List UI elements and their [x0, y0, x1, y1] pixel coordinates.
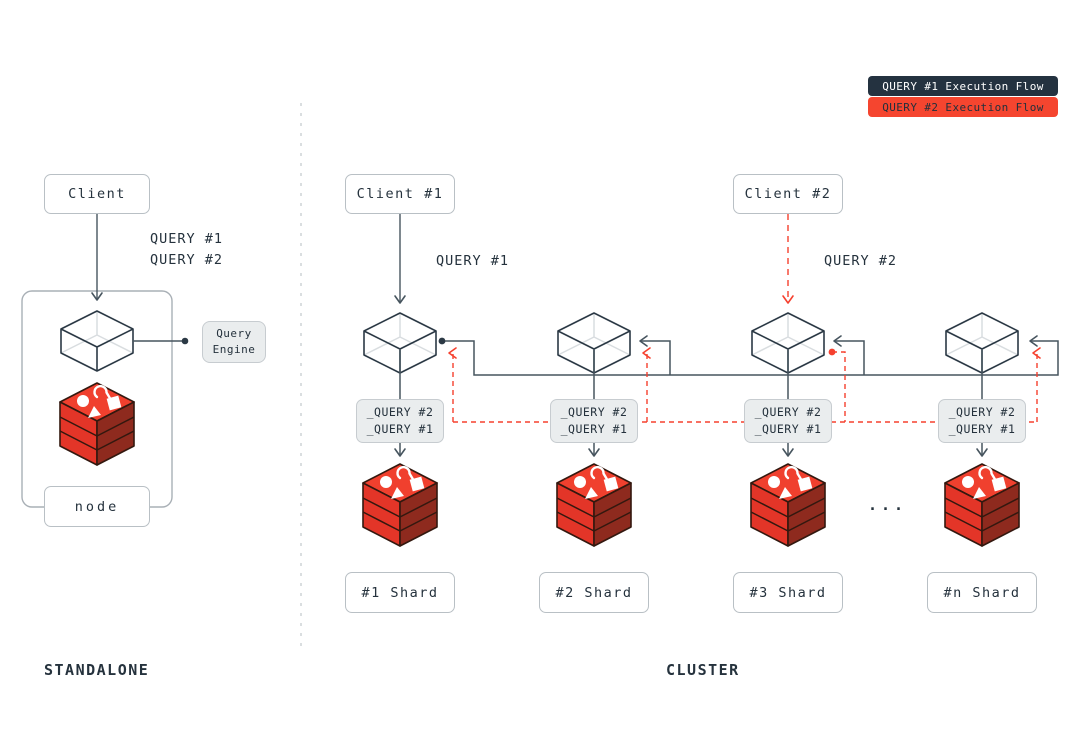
query1-origin-dot-icon — [438, 337, 446, 345]
shard1-queue-box: _QUERY #2 _QUERY #1 — [356, 399, 444, 443]
query2-branch-shard1 — [448, 347, 457, 422]
legend-query1: QUERY #1 Execution Flow — [868, 76, 1058, 96]
query-engine-cube-icon — [60, 310, 134, 372]
query-engine-callout-box: Query Engine — [202, 321, 266, 363]
shard3-label-box: #3 Shard — [733, 572, 843, 613]
queue-line: _QUERY #1 — [560, 422, 628, 436]
client2-box: Client #2 — [733, 174, 843, 214]
query2-branch-shard2 — [642, 347, 651, 422]
redis-cube-icon — [361, 462, 439, 548]
shard2-queue-box: _QUERY #2 _QUERY #1 — [550, 399, 638, 443]
queue-line: _QUERY #1 — [366, 422, 434, 436]
standalone-query2-label: QUERY #2 — [150, 252, 224, 268]
query2-origin-dot-icon — [828, 348, 836, 356]
redis-cube-icon — [555, 462, 633, 548]
redis-cube-icon — [943, 462, 1021, 548]
shard2-label-box: #2 Shard — [539, 572, 649, 613]
query-engine-label-line2: Engine — [212, 343, 256, 356]
query1-branch-shard3 — [833, 335, 865, 375]
shard1-label-box: #1 Shard — [345, 572, 455, 613]
shard-ellipsis: ... — [868, 496, 908, 514]
client1-box: Client #1 — [345, 174, 455, 214]
legend-query2: QUERY #2 Execution Flow — [868, 97, 1058, 117]
query2-branch-shard4 — [1032, 347, 1041, 422]
cluster-section-label: CLUSTER — [666, 661, 740, 679]
shardn-queue-box: _QUERY #2 _QUERY #1 — [938, 399, 1026, 443]
queue-line: _QUERY #1 — [948, 422, 1016, 436]
queue-line: _QUERY #1 — [754, 422, 822, 436]
cluster-query1-label: QUERY #1 — [436, 253, 510, 269]
legend: QUERY #1 Execution Flow QUERY #2 Executi… — [868, 76, 1058, 117]
redis-cube-icon — [58, 381, 136, 467]
shardn-label-box: #n Shard — [927, 572, 1037, 613]
shard3-queue-box: _QUERY #2 _QUERY #1 — [744, 399, 832, 443]
query2-origin-drop — [832, 351, 846, 422]
query-engine-label-line1: Query — [216, 326, 252, 340]
callout-dot-icon — [181, 337, 189, 345]
queue-line: _QUERY #2 — [754, 404, 822, 419]
cluster-query2-label: QUERY #2 — [824, 253, 898, 269]
queue-line: _QUERY #2 — [948, 404, 1016, 419]
query1-branch-shard2 — [639, 335, 671, 375]
query1-flow-bus — [442, 335, 1059, 376]
redis-cube-icon — [749, 462, 827, 548]
standalone-query1-label: QUERY #1 — [150, 231, 224, 247]
node-label-box: node — [44, 486, 150, 527]
standalone-client-box: Client — [44, 174, 150, 214]
queue-line: _QUERY #2 — [560, 404, 628, 419]
standalone-section-label: STANDALONE — [44, 661, 150, 679]
queue-line: _QUERY #2 — [366, 404, 434, 419]
